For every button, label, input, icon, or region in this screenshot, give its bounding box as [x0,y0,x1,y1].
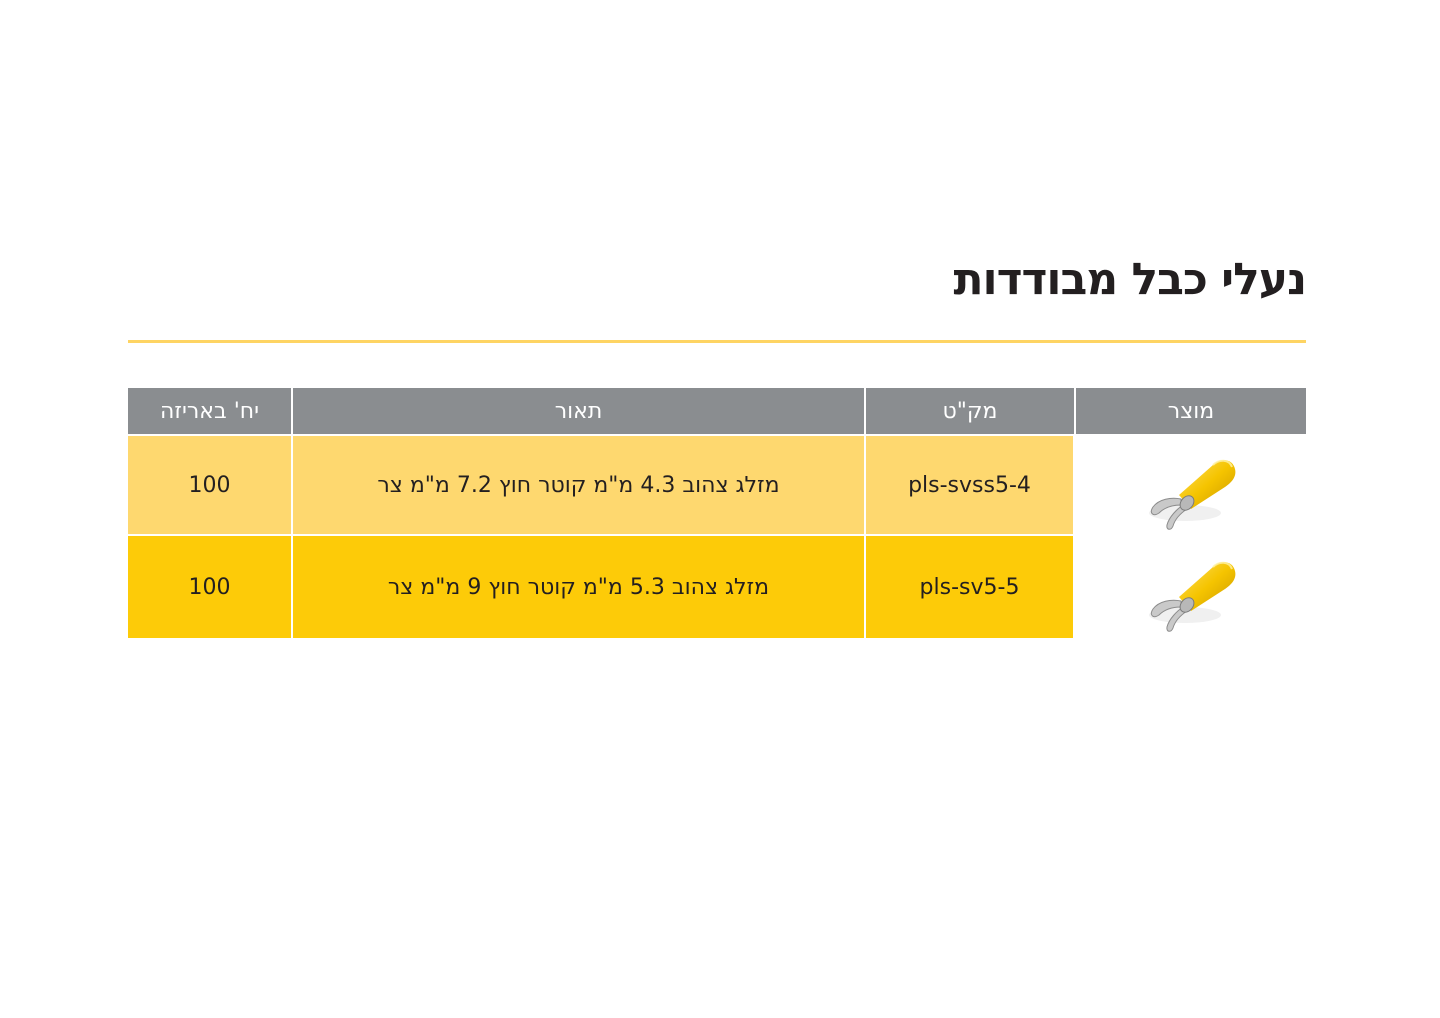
row-2-sku: pls-sv5-5 [866,536,1073,638]
product-table: יח' באריזה תאור מק"ט מוצר 100 מזלג צהוב … [128,388,1306,640]
row-1-sku: pls-svss5-4 [866,436,1073,534]
row-1-description: מזלג צהוב 4.3 מ"מ קוטר חוץ 7.2 מ"מ צר [293,436,864,534]
row-1-product-image [1076,436,1306,534]
row-2-qty: 100 [128,536,291,638]
row-2-description: מזלג צהוב 5.3 מ"מ קוטר חוץ 9 מ"מ צר [293,536,864,638]
row-1-qty: 100 [128,436,291,534]
yellow-spade-terminal-icon [1149,561,1236,632]
header-description: תאור [293,388,864,434]
header-product: מוצר [1076,388,1306,434]
row-2-product-image [1076,536,1306,638]
yellow-spade-terminal-icon [1149,459,1236,530]
page-title: נעלי כבל מבודדות [953,254,1307,305]
header-sku: מק"ט [866,388,1074,434]
title-divider [128,340,1306,343]
header-qty: יח' באריזה [128,388,291,434]
